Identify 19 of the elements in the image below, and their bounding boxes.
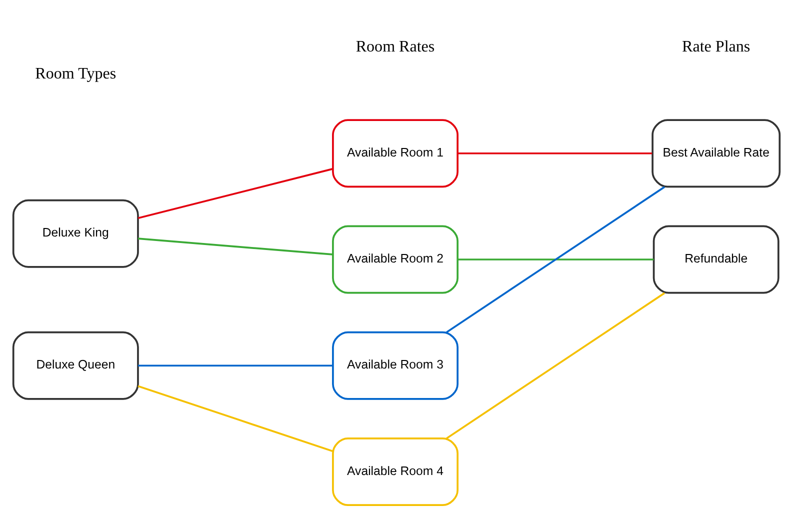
- connector: [446, 186, 666, 332]
- connector: [138, 364, 333, 366]
- node-box: Available Room 3: [332, 330, 458, 400]
- connector: [138, 384, 333, 452]
- node-box: Available Room 2: [332, 224, 458, 294]
- connector: [458, 258, 654, 260]
- connector: [458, 152, 652, 154]
- node-box: Best Available Rate: [652, 118, 781, 188]
- connector: [446, 292, 666, 439]
- connector: [138, 237, 333, 255]
- node-box: Deluxe Queen: [12, 330, 139, 400]
- node-box: Available Room 1: [332, 118, 458, 188]
- connector: [138, 168, 333, 219]
- label: Room Types: [35, 65, 116, 82]
- node-box: Available Room 4: [332, 437, 458, 506]
- label: Room Rates: [356, 38, 435, 55]
- node-box: Refundable: [652, 224, 780, 294]
- label: Rate Plans: [682, 38, 750, 55]
- node-box: Deluxe King: [12, 198, 139, 268]
